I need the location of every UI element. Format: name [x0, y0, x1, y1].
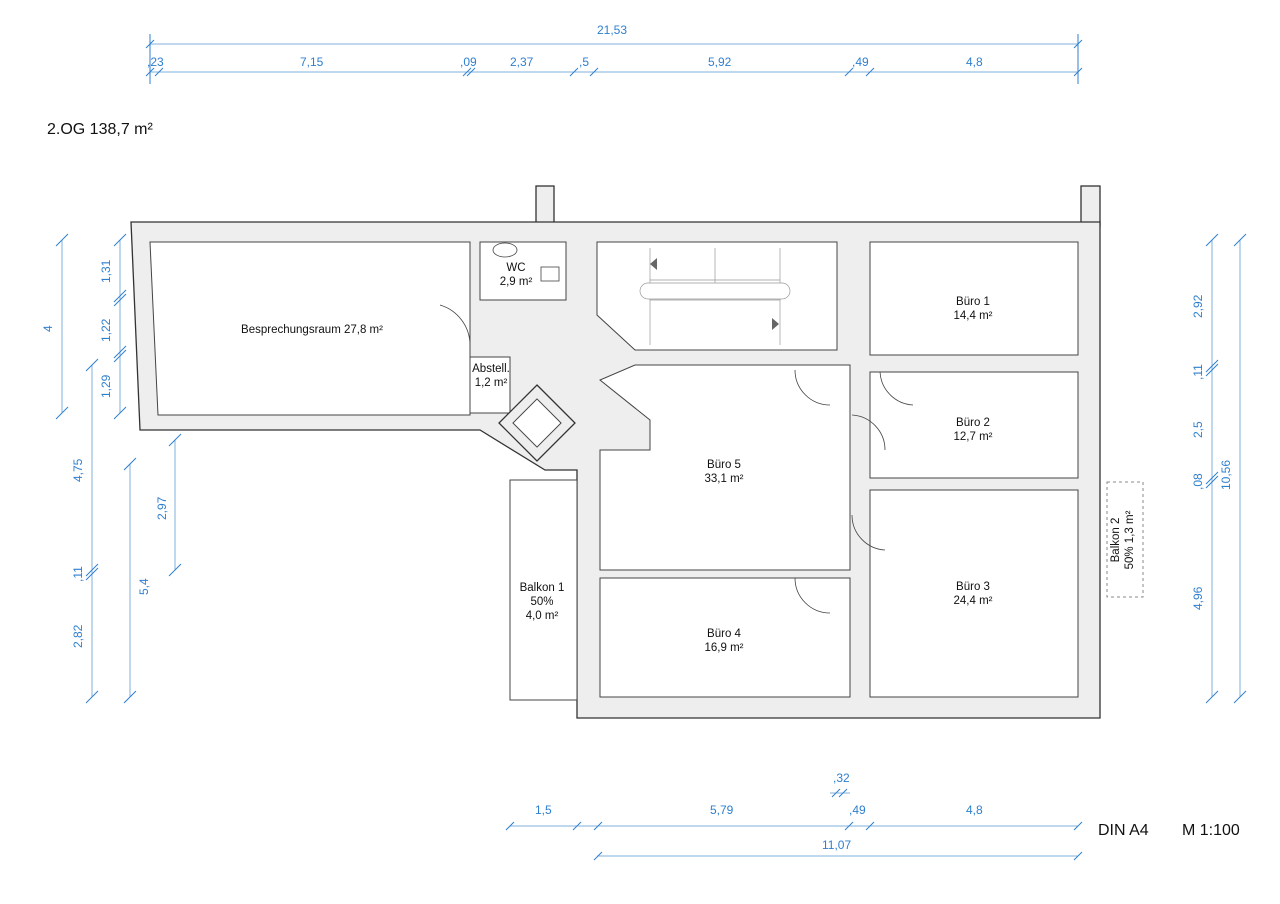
dim-top-7: 4,8 — [966, 55, 983, 69]
bottom-dimensions: 1,5 5,79 ,32 ,49 4,8 11,07 — [505, 771, 1083, 861]
dim-bottom-579: 5,79 — [710, 803, 734, 817]
label-wc: WC — [506, 262, 525, 274]
dim-top-0: ,23 — [147, 55, 164, 69]
dim-left-11: ,11 — [71, 566, 85, 582]
label-buero1: Büro 1 — [956, 296, 990, 308]
room-buero2 — [869, 371, 1079, 479]
label-buero2: Büro 2 — [956, 417, 990, 429]
dim-bottom-48: 4,8 — [966, 803, 983, 817]
dim-top-total: 21,53 — [597, 23, 627, 37]
dim-bottom-total: 11,07 — [822, 838, 851, 852]
dim-right-11: ,11 — [1191, 364, 1205, 380]
label-buero2-area: 12,7 m² — [954, 431, 993, 443]
dim-left-297: 2,97 — [155, 496, 169, 520]
label-besprechung: Besprechungsraum 27,8 m² — [241, 324, 383, 336]
label-buero4-area: 16,9 m² — [705, 642, 744, 654]
dim-left-129: 1,29 — [99, 374, 113, 398]
label-wc-area: 2,9 m² — [500, 276, 533, 288]
dim-right-25: 2,5 — [1191, 421, 1205, 438]
dim-left-475: 4,75 — [71, 458, 85, 482]
right-dimensions: 2,92 ,11 2,5 ,08 4,96 10,56 — [1191, 233, 1247, 704]
dim-bottom-15: 1,5 — [535, 803, 552, 817]
dim-right-total: 10,56 — [1219, 460, 1233, 490]
dim-right-292: 2,92 — [1191, 294, 1205, 318]
dim-right-496: 4,96 — [1191, 586, 1205, 610]
room-buero1 — [869, 241, 1079, 356]
label-balkon2: Balkon 2 — [1110, 518, 1122, 563]
building — [130, 185, 1144, 719]
dim-top-6: ,49 — [852, 55, 869, 69]
dim-left-122: 1,22 — [99, 318, 113, 342]
dim-left-54: 5,4 — [137, 578, 151, 595]
label-balkon2-area: 50% 1,3 m² — [1124, 510, 1136, 569]
label-balkon1-pct: 50% — [530, 596, 553, 608]
dim-bottom-49: ,49 — [849, 803, 866, 817]
room-buero3 — [869, 489, 1079, 698]
dim-top-2: ,09 — [460, 55, 477, 69]
room-abstell — [469, 356, 511, 414]
label-balkon1-area: 4,0 m² — [526, 610, 559, 622]
dim-right-08: ,08 — [1191, 473, 1205, 490]
paper-format: DIN A4 — [1098, 822, 1149, 839]
label-abstell: Abstell. — [472, 363, 510, 375]
dim-top-4: ,5 — [579, 55, 589, 69]
label-buero1-area: 14,4 m² — [954, 310, 993, 322]
label-buero3-area: 24,4 m² — [954, 595, 993, 607]
dim-left-4: 4 — [41, 325, 55, 332]
dim-top-5: 5,92 — [708, 55, 732, 69]
dim-left-282: 2,82 — [71, 624, 85, 648]
scale: M 1:100 — [1182, 822, 1240, 839]
balcony-2 — [1106, 481, 1144, 598]
room-besprechung — [149, 241, 471, 416]
label-buero4: Büro 4 — [707, 628, 741, 640]
label-abstell-area: 1,2 m² — [475, 377, 508, 389]
dim-top-1: 7,15 — [300, 55, 324, 69]
label-balkon1: Balkon 1 — [520, 582, 565, 594]
dim-bottom-32: ,32 — [833, 771, 850, 785]
dim-left-131: 1,31 — [99, 259, 113, 283]
balcony-1 — [509, 479, 578, 701]
label-buero5-area: 33,1 m² — [705, 473, 744, 485]
top-dimensions: 21,53 ,23 7,15 ,09 2,37 ,5 5,92 ,49 4,8 — [145, 23, 1083, 84]
label-buero3: Büro 3 — [956, 581, 990, 593]
floor-label: 2.OG 138,7 m² — [47, 121, 153, 138]
room-buero4 — [599, 577, 851, 698]
room-buero5 — [599, 364, 851, 571]
left-dimensions: 4 1,31 1,22 1,29 4,75 ,11 2,82 5,4 2,97 — [41, 233, 182, 704]
dim-top-3: 2,37 — [510, 55, 534, 69]
label-buero5: Büro 5 — [707, 459, 741, 471]
